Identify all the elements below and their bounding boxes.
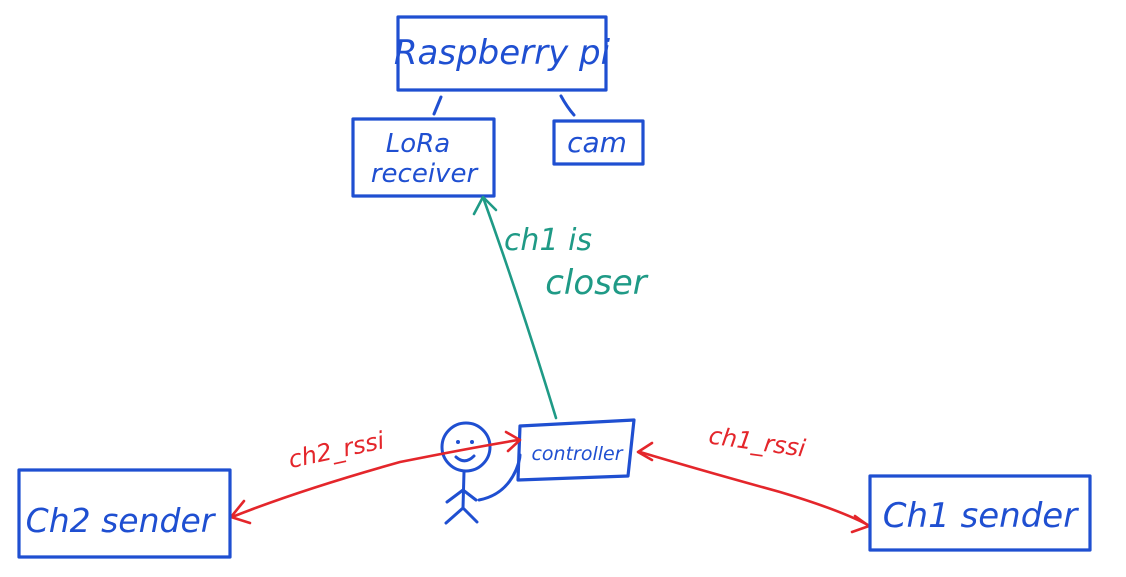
raspberry-pi-box — [396, 15, 608, 92]
ch1-arrow-head-left — [636, 441, 654, 462]
controller-label: controller — [531, 443, 623, 465]
green-arrow-line — [482, 198, 558, 420]
raspberry-pi-node: Raspberry pi — [394, 15, 611, 92]
ch1-sender-node: Ch1 sender — [868, 474, 1092, 552]
closer-label-line2: closer — [545, 263, 649, 303]
user-smile — [454, 454, 476, 463]
ch2-rssi-link: ch2_rssi — [229, 426, 522, 525]
user-head — [440, 421, 492, 473]
ch1-rssi-label: ch1_rssi — [707, 421, 807, 462]
ch1-rssi-line — [638, 450, 870, 527]
ch1-sender-box — [868, 474, 1092, 552]
controller-node: controller — [516, 418, 636, 482]
closer-decision-arrow: ch1 is closer — [472, 195, 649, 420]
user-arms — [445, 488, 478, 504]
ch2-arrow-head-right — [504, 430, 522, 453]
pi-to-lora-connector — [432, 95, 443, 116]
user-eye-right — [470, 440, 474, 444]
raspberry-pi-label: Raspberry pi — [394, 33, 611, 73]
pi-to-cam-connector — [559, 94, 576, 117]
ch1-sender-label: Ch1 sender — [883, 496, 1079, 536]
ch2-sender-node: Ch2 sender — [17, 468, 232, 559]
user-figure-icon — [440, 421, 522, 525]
green-arrow-head — [472, 195, 498, 216]
lora-receiver-label-line1: LoRa — [386, 129, 450, 159]
lora-receiver-node: LoRa receiver — [351, 117, 496, 198]
controller-box — [516, 418, 636, 482]
lora-receiver-label-line2: receiver — [371, 159, 480, 189]
ch2-sender-label: Ch2 sender — [26, 501, 217, 540]
lora-receiver-box — [351, 117, 496, 198]
user-legs — [444, 506, 479, 525]
ch1-rssi-link: ch1_rssi — [636, 421, 871, 534]
cam-label: cam — [567, 126, 627, 159]
ch2-rssi-line — [230, 438, 520, 519]
ch2-sender-box — [17, 468, 232, 559]
closer-label-line1: ch1 is — [504, 223, 592, 258]
user-eye-left — [456, 440, 460, 444]
ch2-rssi-label: ch2_rssi — [286, 426, 387, 474]
cam-box — [552, 119, 645, 166]
cam-node: cam — [552, 119, 645, 166]
